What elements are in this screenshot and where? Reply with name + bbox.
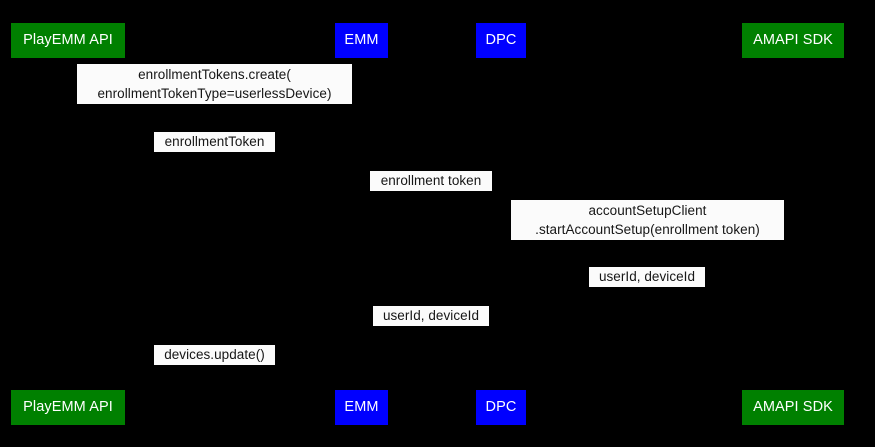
participant-label: PlayEMM API [23,399,113,416]
message-label-devices-update: devices.update() [154,345,275,365]
participant-label: EMM [344,32,379,49]
participant-top-emm[interactable]: EMM [335,23,388,58]
participant-top-playemm-api[interactable]: PlayEMM API [11,23,125,58]
participant-bottom-emm[interactable]: EMM [335,390,388,425]
participant-top-dpc[interactable]: DPC [476,23,526,58]
message-label-enrollment-tokens-create: enrollmentTokens.create( enrollmentToken… [77,64,352,104]
message-label-enrollment-token: enrollment token [370,171,492,191]
participant-label: PlayEMM API [23,32,113,49]
message-label-start-account-setup: accountSetupClient .startAccountSetup(en… [511,200,784,240]
participant-top-amapi-sdk[interactable]: AMAPI SDK [742,23,844,58]
message-label-userid-deviceid-dpc-to-emm: userId, deviceId [373,306,489,326]
participant-label: EMM [344,399,379,416]
participant-bottom-amapi-sdk[interactable]: AMAPI SDK [742,390,844,425]
participant-label: AMAPI SDK [753,399,833,416]
participant-label: DPC [485,399,517,416]
participant-bottom-playemm-api[interactable]: PlayEMM API [11,390,125,425]
message-label-userid-deviceid-sdk-to-dpc: userId, deviceId [589,267,705,287]
message-label-enrollment-token-response: enrollmentToken [154,132,275,152]
participant-label: AMAPI SDK [753,32,833,49]
participant-label: DPC [485,32,517,49]
participant-bottom-dpc[interactable]: DPC [476,390,526,425]
